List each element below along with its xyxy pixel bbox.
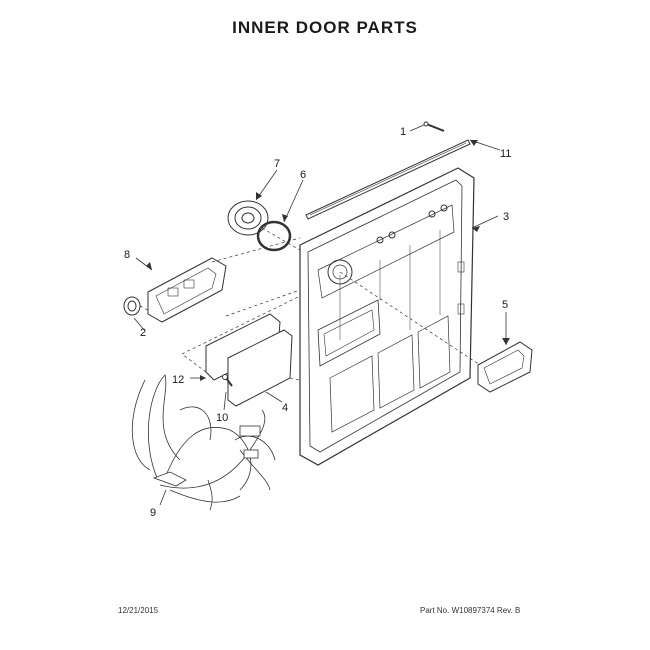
part-6-gasket [256,220,292,252]
callout-12: 12 [172,374,184,386]
part-5-dispenser [477,341,533,393]
part-3-inner-door [299,167,475,466]
callout-2: 2 [140,327,146,339]
callout-5: 5 [502,299,508,311]
part-9-wire-harness [131,374,276,511]
part-2-knob [123,296,141,316]
page-title: INNER DOOR PARTS [232,18,418,37]
callout-3: 3 [503,211,509,223]
arrowheads [146,140,510,381]
part-8-control-module [147,257,227,323]
part-1-pin [423,121,445,132]
part-number: Part No. W10897374 Rev. B [420,606,521,615]
guide-lines [139,227,481,381]
callout-9: 9 [150,507,156,519]
callout-7: 7 [274,158,280,170]
revision-date: 12/21/2015 [118,606,159,615]
callout-11: 11 [500,148,511,160]
part-11-strip [305,139,471,220]
part-7-vent-cap [227,200,269,236]
callout-4: 4 [282,402,288,414]
callout-6: 6 [300,169,306,181]
callout-10: 10 [216,412,228,424]
part-10-screw [222,374,233,387]
callout-8: 8 [124,249,130,261]
callout-1: 1 [400,126,406,138]
